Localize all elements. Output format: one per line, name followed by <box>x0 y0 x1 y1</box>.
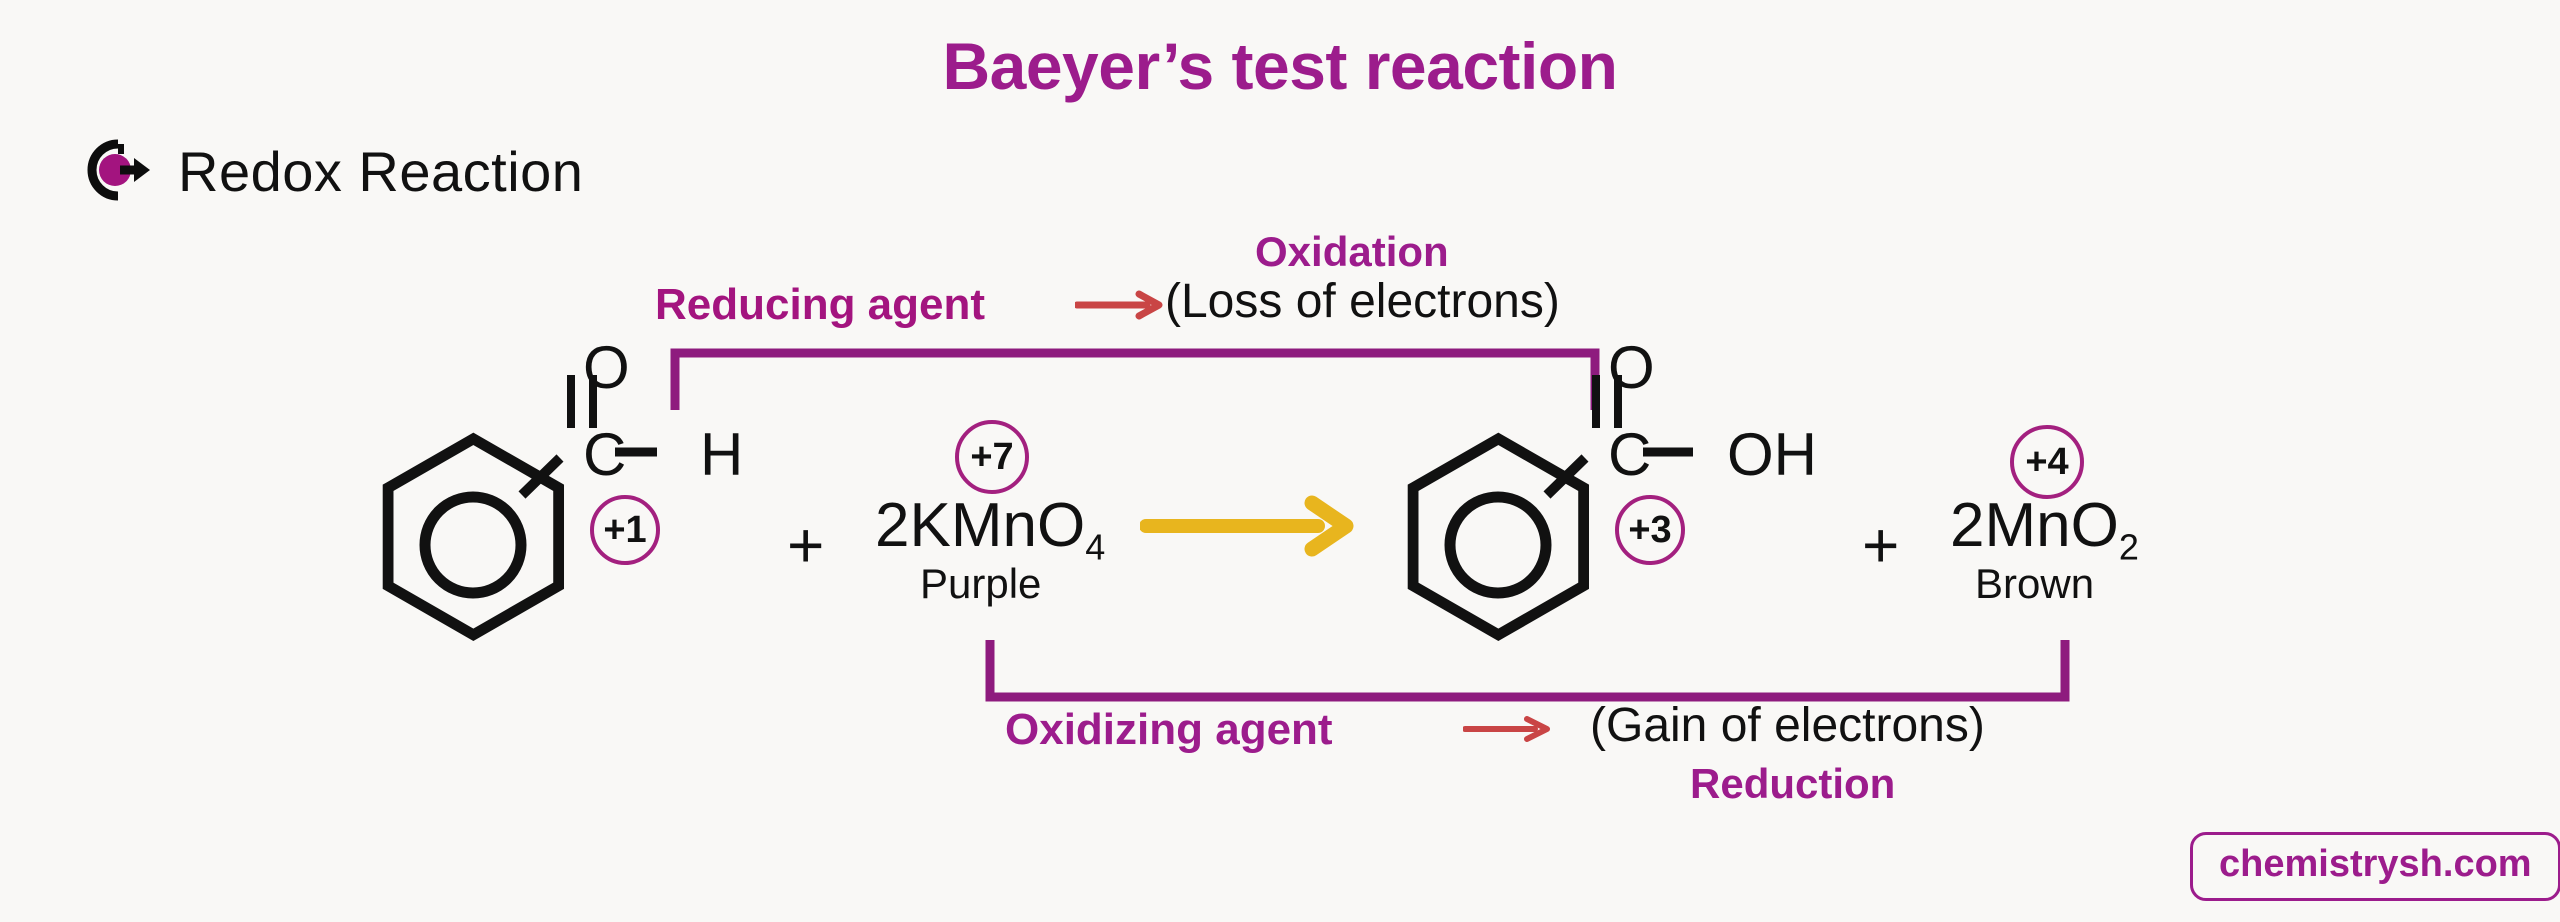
loss-of-electrons-label: (Loss of electrons) <box>1165 275 1560 328</box>
mno2-formula: 2MnO2 <box>1950 490 2139 568</box>
top-red-arrow-icon <box>1075 288 1165 322</box>
circular-arrow-icon <box>78 138 152 204</box>
bottom-red-arrow-icon <box>1463 712 1553 746</box>
benzaldehyde-oxygen-atom: O <box>583 334 630 401</box>
reactant-plus-sign: + <box>787 509 825 581</box>
benzaldehyde-oxidation-bubble: +1 <box>590 495 660 565</box>
mno2-color-note: Brown <box>1975 560 2095 607</box>
kmno4-color-note: Purple <box>920 560 1042 607</box>
mno2-formula-subscript: 2 <box>2118 526 2139 568</box>
gain-of-electrons-label: (Gain of electrons) <box>1590 699 1985 752</box>
page-title: Baeyer’s test reaction <box>942 29 1618 103</box>
redox-reaction-header: Redox Reaction <box>78 138 583 204</box>
product-plus-sign: + <box>1862 509 1900 581</box>
benzoic-acid-hydroxyl-group: OH <box>1727 421 1817 488</box>
mno2-formula-main: 2MnO <box>1950 491 2119 560</box>
kmno4-formula: 2KMnO4 <box>875 490 1105 568</box>
benzoic-acid-carbon-atom: C <box>1608 421 1652 488</box>
oxidizing-agent-label: Oxidizing agent <box>1005 705 1333 754</box>
kmno4-oxidation-bubble: +7 <box>955 420 1029 494</box>
reduction-bracket <box>985 635 2070 705</box>
mno2-oxidation-bubble: +4 <box>2010 425 2084 499</box>
benzoic-acid-oxygen-atom: O <box>1608 334 1655 401</box>
benzaldehyde-carbon-atom: C <box>583 421 627 488</box>
benzaldehyde-structure <box>375 340 705 660</box>
benzaldehyde-hydrogen-atom: H <box>700 421 744 488</box>
benzoic-acid-structure <box>1400 340 1740 660</box>
site-watermark: chemistrysh.com <box>2190 832 2560 901</box>
benzoic-acid-oxidation-bubble: +3 <box>1615 495 1685 565</box>
kmno4-formula-main: 2KMnO <box>875 491 1086 560</box>
reducing-agent-label: Reducing agent <box>655 280 986 329</box>
reaction-arrow-icon <box>1140 495 1355 557</box>
kmno4-formula-subscript: 4 <box>1085 526 1106 568</box>
redox-reaction-label: Redox Reaction <box>178 139 584 203</box>
reduction-label: Reduction <box>1690 760 1896 807</box>
oxidation-label: Oxidation <box>1255 228 1449 275</box>
